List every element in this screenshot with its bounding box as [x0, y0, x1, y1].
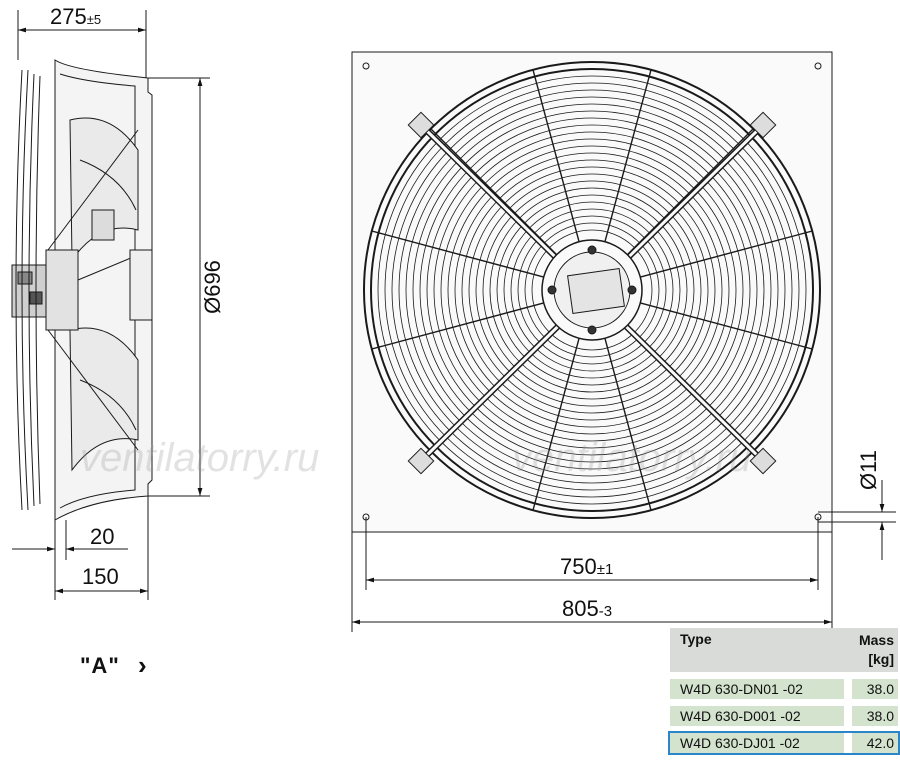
guard-ring [412, 110, 772, 470]
capacitor-box [91, 209, 115, 241]
guard-ring [503, 201, 681, 379]
guard-radial-wire [604, 69, 652, 242]
dim-805-label: 805-3 [562, 596, 612, 621]
row-mass: 42.0 [852, 733, 898, 753]
guard-ring [531, 229, 653, 351]
dim-20-label: 20 [90, 524, 114, 549]
guard-ring [447, 145, 737, 435]
guard-ring [461, 159, 723, 421]
guard-radial-wire [532, 338, 580, 511]
side-view [11, 10, 210, 600]
guard-ring [524, 222, 660, 358]
dim-750-label: 750±1 [560, 554, 613, 579]
type-mass-table: Type Mass [kg] W4D 630-DN01 -02 38.0 W4D… [668, 628, 900, 755]
guard-ring [426, 124, 758, 456]
guard-ring [489, 187, 695, 393]
guard-ring [482, 180, 702, 400]
header-type: Type [680, 631, 712, 647]
dim-696-label: Ø696 [200, 260, 225, 314]
guard-ring [405, 103, 779, 477]
guard-radial-wire [371, 230, 544, 278]
terminal-box-front [567, 268, 625, 314]
table-row: W4D 630-D001 -02 38.0 [670, 706, 898, 726]
corner-hole [362, 62, 370, 70]
table-header: Type Mass [kg] [670, 628, 898, 672]
row-type: W4D 630-DN01 -02 [670, 679, 844, 699]
row-type: W4D 630-DJ01 -02 [670, 733, 844, 753]
view-a-label: "A" [80, 653, 120, 678]
row-mass: 38.0 [852, 679, 898, 699]
guard-radial-wire [640, 230, 813, 278]
guard-ring [496, 194, 688, 386]
watermark: ventilatorry.ru [512, 436, 752, 480]
guard-ring [440, 138, 744, 442]
guard-curve [15, 69, 23, 511]
header-mass-line1: Mass [858, 632, 894, 648]
hub-bolt [587, 325, 597, 335]
guard-ring [398, 96, 786, 484]
guard-ring [468, 166, 716, 414]
guard-ring [510, 208, 674, 372]
guard-ring [454, 152, 730, 428]
corner-hole [814, 62, 822, 70]
chevron-right-icon: › [138, 650, 147, 680]
strut [47, 129, 139, 251]
header-mass: Mass [kg] [859, 631, 894, 669]
front-view [351, 51, 896, 632]
hub-bolt [627, 285, 637, 295]
blade-outline [69, 327, 139, 472]
guard-ring [391, 89, 793, 491]
blade-outline [69, 117, 139, 262]
bracket [407, 447, 435, 475]
dim-11-label: Ø11 [856, 450, 881, 490]
guard-ring [370, 68, 814, 512]
watermark: ventilatorry.ru [80, 436, 320, 480]
guard-ring [384, 82, 800, 498]
table-row-selected: W4D 630-DJ01 -02 42.0 [668, 731, 900, 755]
guard-curve [28, 73, 35, 507]
guard-rings [363, 61, 821, 519]
hub-bolt [547, 285, 557, 295]
guard-ring [517, 215, 667, 365]
row-type: W4D 630-D001 -02 [670, 706, 844, 726]
guard-radial-wire [532, 69, 580, 242]
bracket [407, 111, 435, 139]
guard-curve [21, 69, 29, 511]
dim-150-label: 150 [82, 564, 119, 589]
terminal-detail [17, 271, 33, 285]
guard-ring [433, 131, 751, 449]
hub-bolt [587, 245, 597, 255]
table-row: W4D 630-DN01 -02 38.0 [670, 679, 898, 699]
strut [47, 329, 139, 451]
guard-radial-wire [371, 302, 544, 350]
guard-radial-wire [604, 338, 652, 511]
mount-bracket [129, 249, 153, 321]
dim-275-label: 275±5 [50, 4, 101, 29]
row-mass: 38.0 [852, 706, 898, 726]
bracket [749, 447, 777, 475]
motor-hub [45, 249, 79, 331]
guard-ring [419, 117, 765, 463]
guard-radial-wire [640, 302, 813, 350]
guard-ring [377, 75, 807, 505]
guard-ring [475, 173, 709, 407]
header-mass-line2: [kg] [868, 651, 894, 667]
guard-curve [35, 75, 41, 505]
bracket [749, 111, 777, 139]
guard-ring [363, 61, 821, 519]
